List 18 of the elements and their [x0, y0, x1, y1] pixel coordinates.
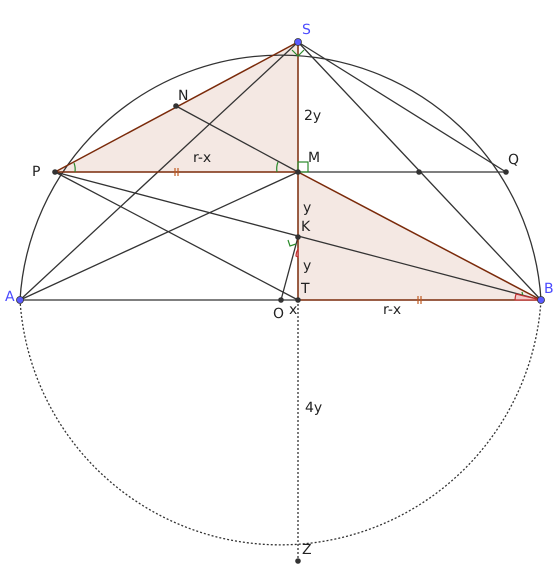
segment-label: y	[303, 200, 312, 216]
segment-label: 2y	[304, 108, 322, 124]
point-label: M	[308, 150, 320, 166]
point-label: S	[302, 22, 311, 38]
point-label: N	[178, 88, 188, 104]
point-label: B	[544, 281, 554, 297]
point-label: Z	[302, 542, 312, 558]
point-label: K	[301, 219, 310, 235]
point-label: A	[5, 289, 15, 305]
point-label: Q	[508, 152, 520, 168]
segment-label: x	[289, 302, 298, 318]
segment-label: r-x	[383, 302, 402, 318]
segment-label: r-x	[193, 150, 212, 166]
point-label: T	[301, 281, 310, 297]
segment-label: y	[303, 258, 312, 274]
point-label: O	[273, 306, 284, 322]
segment-label: 4y	[305, 400, 322, 416]
point-label: P	[32, 164, 40, 180]
